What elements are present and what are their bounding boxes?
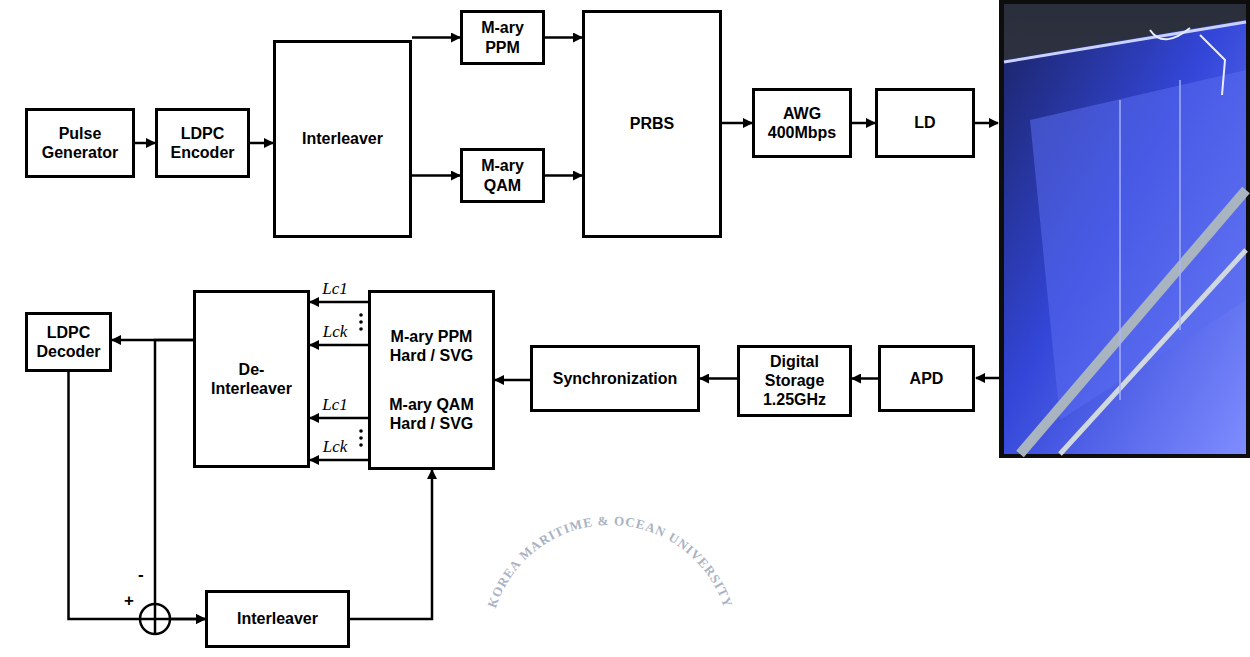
box-label: M-ary PPM Hard / SVG: [376, 327, 487, 365]
process-box: Pulse Generator: [25, 108, 135, 178]
box-label: APD: [886, 369, 967, 388]
process-box: LD: [875, 88, 975, 158]
box-label: Interleaver: [281, 129, 404, 148]
process-box: LDPC Decoder: [25, 312, 112, 372]
signal-arrow: [135, 142, 155, 145]
signal-arrow: [310, 459, 368, 462]
optical-path-wire: [975, 122, 998, 125]
signal-arrow: [69, 372, 206, 619]
signal-arrow: [310, 417, 368, 420]
llr-label: Lck: [321, 323, 350, 342]
watermark: KOREA MARITIME & OCEAN UNIVERSITY: [484, 513, 736, 610]
signal-arrow: [545, 36, 582, 39]
signal-arrow: [495, 379, 530, 382]
box-label: M-ary PPM: [468, 18, 537, 56]
box-label: PRBS: [590, 114, 714, 133]
process-box: M-ary QAM: [460, 148, 545, 203]
box-label: Digital Storage 1.25GHz: [745, 352, 844, 410]
box-label: Pulse Generator: [33, 124, 127, 162]
sum-junction-symbol: [140, 604, 170, 634]
signal-arrow: [412, 174, 460, 177]
box-label: LDPC Decoder: [33, 323, 104, 361]
process-box: AWG 400Mbps: [752, 88, 852, 158]
signal-arrow: [250, 142, 273, 145]
process-box: Synchronization: [530, 345, 700, 412]
ellipsis-dots: [359, 313, 363, 447]
box-label: LDPC Encoder: [163, 124, 242, 162]
box-label: Synchronization: [538, 369, 692, 388]
box-label: De-Interleaver: [201, 360, 302, 398]
signal-arrow: [310, 301, 368, 304]
signal-arrow: [722, 122, 752, 125]
box-label: M-ary QAM Hard / SVG: [376, 395, 487, 433]
signal-arrow: [852, 122, 875, 125]
process-box: LDPC Encoder: [155, 108, 250, 178]
process-box: Digital Storage 1.25GHz: [737, 345, 852, 417]
process-box: Interleaver: [205, 590, 350, 648]
process-box: APD: [878, 345, 975, 412]
signal-arrow: [700, 377, 737, 380]
sign-label: -: [138, 566, 144, 583]
signal-arrow: [350, 470, 432, 619]
process-box: M-ary PPM: [460, 10, 545, 65]
box-label: AWG 400Mbps: [760, 104, 844, 142]
llr-label: Lc1: [320, 396, 350, 415]
sign-label: +: [124, 592, 134, 609]
optical-path-wire: [976, 377, 999, 380]
signal-arrow: [545, 174, 582, 177]
process-box: Interleaver: [273, 40, 412, 238]
process-box: M-ary PPM Hard / SVG M-ary QAM Hard / SVG: [368, 290, 495, 470]
process-box: PRBS: [582, 10, 722, 238]
box-label: LD: [883, 113, 967, 132]
box-label: Interleaver: [213, 609, 342, 628]
signal-arrow: [310, 344, 368, 347]
box-label: M-ary QAM: [468, 156, 537, 194]
signal-arrow: [852, 377, 878, 380]
signal-arrow: [412, 36, 460, 39]
process-box: De-Interleaver: [193, 290, 310, 468]
llr-label: Lc1: [320, 280, 350, 299]
water-tank-photo: [999, 0, 1250, 458]
llr-label: Lck: [321, 438, 350, 457]
